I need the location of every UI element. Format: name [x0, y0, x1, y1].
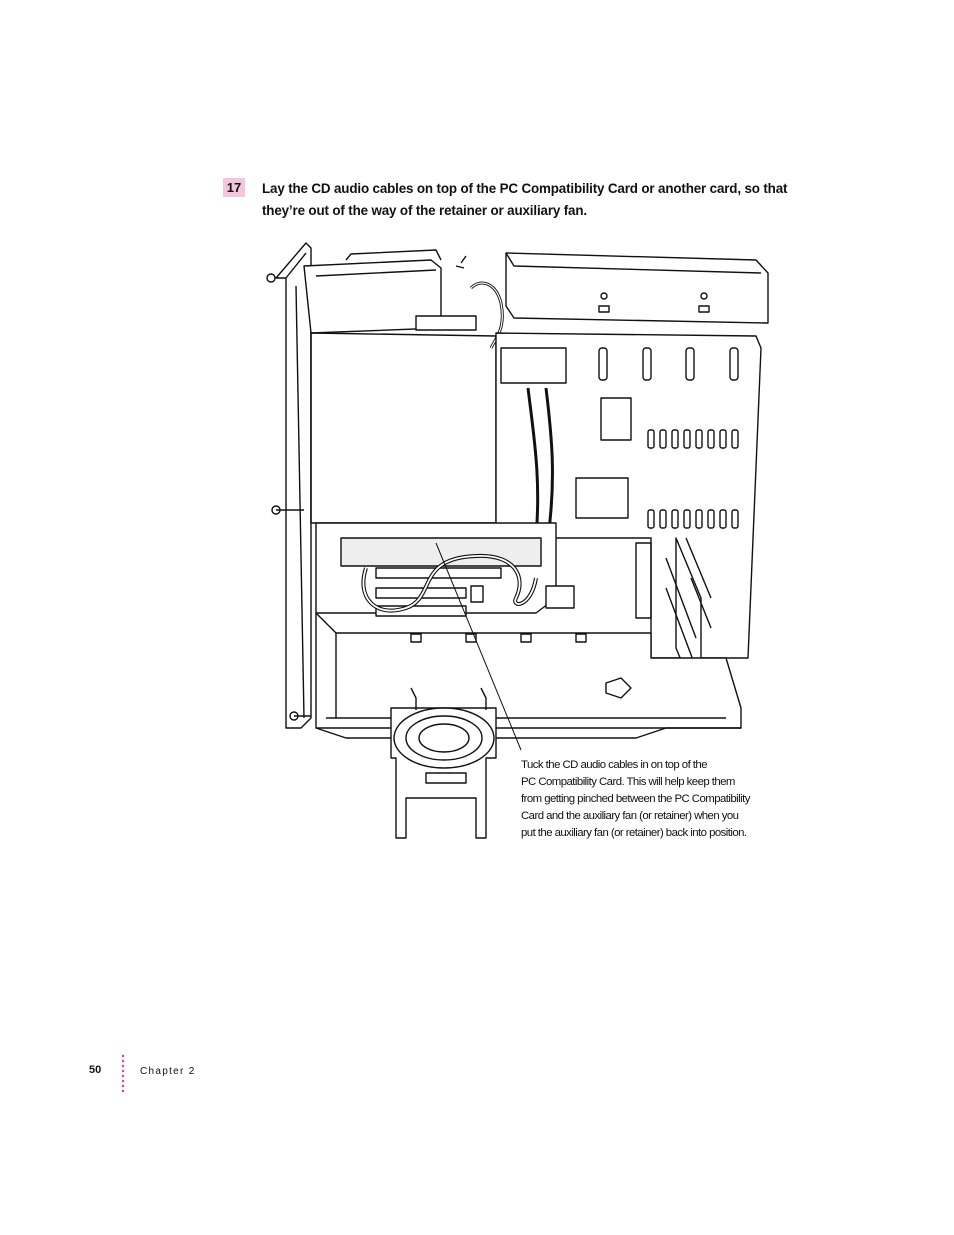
- chapter-label: Chapter 2: [140, 1066, 196, 1077]
- callout-line: put the auxiliary fan (or retainer) back…: [521, 827, 747, 839]
- callout-line: from getting pinched between the PC Comp…: [521, 793, 750, 805]
- callout-note: Tuck the CD audio cables in on top of th…: [521, 757, 811, 842]
- step-instruction: Lay the CD audio cables on top of the PC…: [262, 181, 788, 218]
- step-number-badge: 17: [223, 178, 245, 197]
- page-number: 50: [89, 1064, 102, 1076]
- callout-line: PC Compatibility Card. This will help ke…: [521, 776, 735, 788]
- dotted-divider: [121, 1054, 125, 1093]
- callout-line: Card and the auxiliary fan (or retainer)…: [521, 810, 739, 822]
- callout-line: Tuck the CD audio cables in on top of th…: [521, 759, 708, 771]
- computer-interior-illustration: [266, 242, 769, 839]
